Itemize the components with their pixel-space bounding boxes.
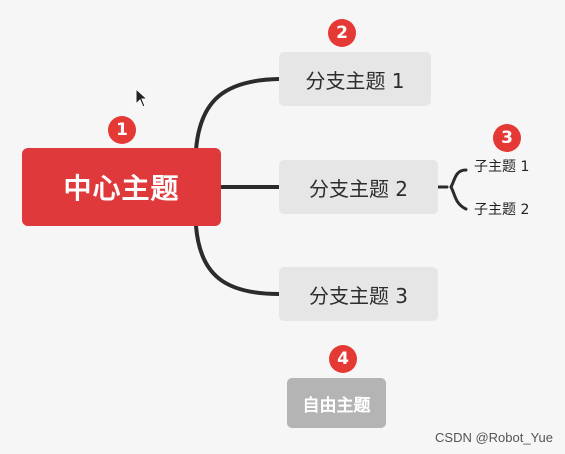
connector-branch-3 [194, 224, 281, 296]
branch-topic-3[interactable]: 分支主题 3 [279, 267, 438, 321]
branch-topic-1[interactable]: 分支主题 1 [279, 52, 431, 106]
free-topic[interactable]: 自由主题 [287, 378, 386, 428]
central-topic[interactable]: 中心主题 [22, 148, 221, 226]
mouse-pointer-icon [135, 88, 149, 108]
watermark: CSDN @Robot_Yue [435, 430, 553, 445]
branch-topic-2[interactable]: 分支主题 2 [279, 160, 438, 214]
central-topic-label: 中心主题 [63, 172, 180, 205]
branch-topic-label: 分支主题 1 [305, 68, 405, 93]
subtopic-2[interactable]: 子主题 2 [474, 199, 529, 219]
subtopic-label: 子主题 2 [474, 202, 530, 218]
subtopic-1[interactable]: 子主题 1 [474, 156, 529, 176]
badge-3: 3 [493, 124, 521, 152]
badge-4: 4 [329, 345, 357, 373]
badge-1: 1 [108, 116, 136, 144]
subtopic-label: 子主题 1 [474, 159, 530, 175]
branch-topic-label: 分支主题 2 [308, 176, 409, 201]
connector-subtopics [436, 168, 468, 211]
badge-2: 2 [328, 19, 356, 47]
free-topic-label: 自由主题 [302, 395, 371, 416]
branch-topic-label: 分支主题 3 [308, 283, 409, 308]
connector-branch-1 [194, 77, 281, 152]
